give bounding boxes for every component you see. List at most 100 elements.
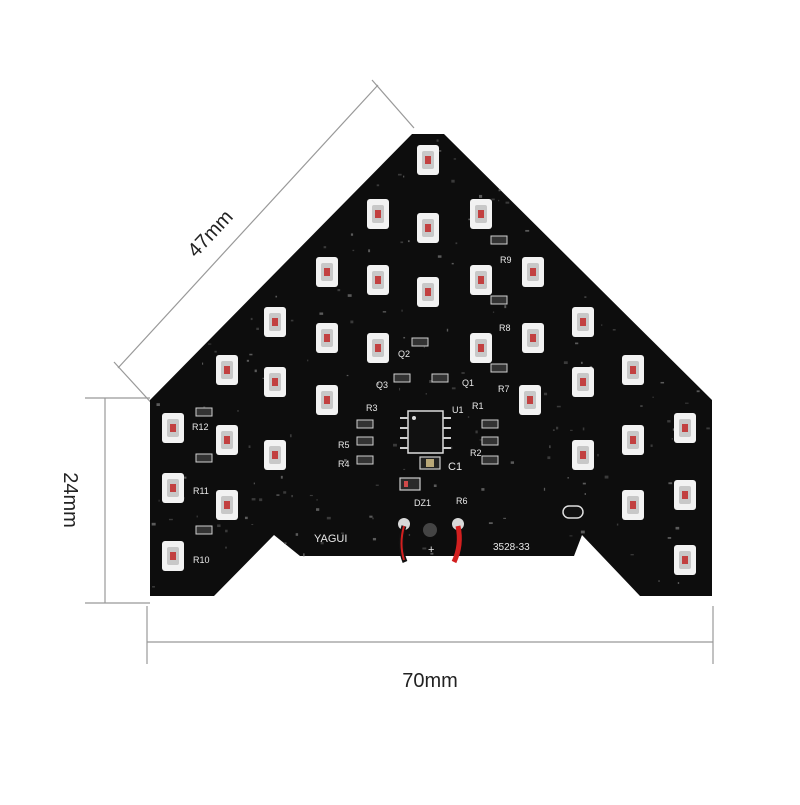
board-speckle [503, 517, 507, 519]
label-r6: R6 [456, 496, 468, 506]
board-speckle [671, 438, 673, 440]
led [264, 440, 286, 470]
led [674, 545, 696, 575]
board-speckle [403, 468, 406, 470]
board-speckle [433, 484, 437, 487]
led [316, 385, 338, 415]
board-speckle [316, 499, 318, 501]
board-speckle [214, 350, 217, 353]
board-speckle [289, 434, 292, 438]
board-speckle [375, 484, 379, 486]
board-speckle [467, 416, 470, 418]
board-speckle [584, 493, 587, 495]
board-speckle [203, 406, 206, 409]
diagonal-dimension-tick-top [371, 79, 415, 129]
led [522, 323, 544, 353]
label-r3: R3 [366, 403, 378, 413]
board-speckle [498, 385, 501, 388]
oval-pad [562, 505, 584, 519]
led [367, 333, 389, 363]
board-speckle [253, 482, 255, 485]
label-q1: Q1 [462, 378, 474, 388]
board-speckle [407, 240, 410, 243]
board-speckle [525, 229, 530, 232]
board-speckle [248, 445, 251, 448]
board-speckle [481, 488, 485, 491]
board-speckle [582, 482, 586, 485]
board-speckle [451, 179, 455, 183]
led [417, 213, 439, 243]
brand-label: YAGUI [314, 533, 347, 545]
board-speckle [453, 158, 457, 160]
dimension-lines [85, 79, 714, 664]
ic-chip [400, 410, 451, 454]
led [162, 473, 184, 503]
board-speckle [640, 405, 643, 407]
board-speckle [685, 402, 689, 404]
smd-resistor [490, 235, 508, 245]
board-speckle [556, 405, 561, 408]
board-speckle [549, 445, 551, 449]
led [622, 490, 644, 520]
board-speckle [597, 453, 599, 457]
smd-resistor [195, 407, 213, 417]
led [216, 425, 238, 455]
board-speckle [276, 494, 280, 496]
smd-components [195, 235, 508, 535]
led [470, 265, 492, 295]
board-speckle [309, 494, 313, 497]
board-speckle [505, 201, 510, 204]
board-speckle [251, 498, 256, 501]
board-speckle [202, 362, 204, 365]
board-speckle [650, 444, 653, 447]
led [264, 307, 286, 337]
board-speckle [323, 246, 327, 249]
pcb-board [150, 134, 712, 596]
led [316, 323, 338, 353]
board-speckle [667, 420, 671, 423]
board-speckle [251, 523, 254, 526]
board-speckle [556, 426, 559, 430]
board-speckle [455, 242, 458, 245]
board-speckle [677, 582, 680, 584]
board-speckle [350, 320, 354, 324]
smd-resistor [195, 525, 213, 535]
board-speckle [399, 387, 401, 391]
led [367, 265, 389, 295]
led [162, 541, 184, 571]
board-speckle [430, 552, 434, 555]
smd-resistor [490, 363, 508, 373]
led [316, 257, 338, 287]
board-speckle [580, 361, 583, 364]
board-speckle [290, 319, 294, 322]
led [622, 425, 644, 455]
board-speckle [337, 289, 341, 292]
led [417, 145, 439, 175]
board-speckle [450, 446, 453, 450]
board-speckle [246, 359, 250, 362]
board-speckle [668, 482, 673, 485]
board-speckle [616, 523, 619, 526]
board-speckle [667, 537, 672, 539]
board-speckle [475, 430, 478, 434]
board-speckle [346, 374, 349, 377]
wire-connection [398, 518, 464, 564]
board-speckle [543, 487, 546, 491]
label-r11: R11 [193, 486, 209, 496]
board-speckle [283, 491, 287, 494]
led [162, 413, 184, 443]
board-speckle [158, 499, 160, 502]
led [572, 307, 594, 337]
smd-resistor [356, 455, 374, 465]
board-speckle [498, 199, 500, 202]
board-speckle [604, 475, 609, 479]
board-speckle [369, 515, 373, 518]
smd-resistor [481, 455, 499, 465]
board-speckle [151, 522, 156, 526]
board-speckle [498, 189, 501, 192]
board-speckle [423, 345, 425, 349]
label-r5: R5 [338, 440, 350, 450]
led [572, 367, 594, 397]
diode-dz1 [399, 477, 421, 491]
